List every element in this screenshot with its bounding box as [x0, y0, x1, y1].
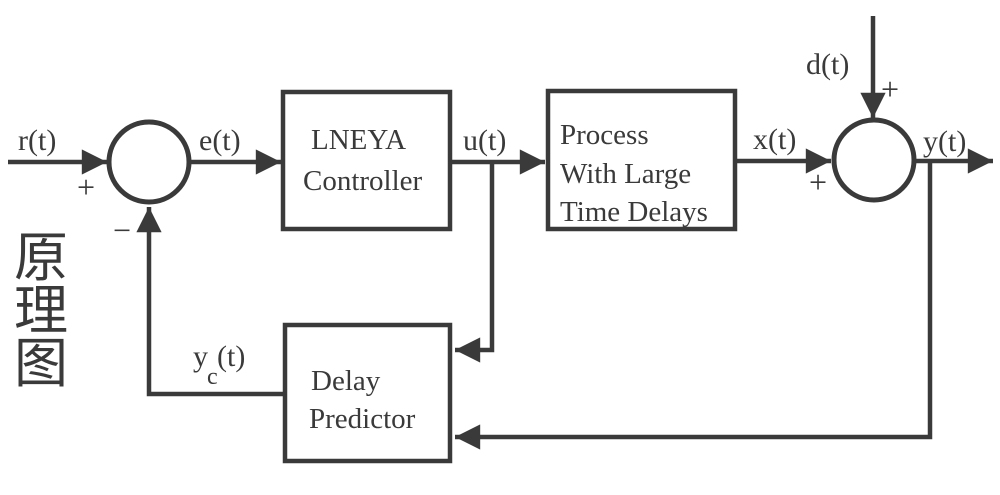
controller-label-line1: LNEYA [311, 124, 406, 156]
title-char-1: 原 [14, 226, 68, 289]
controller-block [280, 89, 453, 232]
summing-junction-left [106, 119, 192, 205]
process-block [545, 88, 738, 232]
minus-sign-feedback: − [113, 212, 131, 248]
output-label: y(t) [923, 125, 966, 158]
reference-label: r(t) [18, 124, 56, 157]
predictor-output-label: y c (t) [193, 340, 245, 390]
process-label-line2: With Large [560, 158, 691, 190]
title-char-2: 理 [14, 279, 68, 342]
predictor-feedback-line [136, 207, 287, 397]
predictor-output-label-subscript: c [207, 364, 218, 390]
plus-sign-reference: + [77, 169, 95, 205]
controller-label-line2: Controller [303, 165, 423, 197]
process-output-label: x(t) [753, 123, 796, 156]
disturbance-label: d(t) [806, 48, 849, 81]
error-label: e(t) [199, 124, 241, 157]
control-label: u(t) [463, 124, 506, 157]
summing-junction-right [831, 117, 917, 203]
predictor-output-label-rest: (t) [217, 340, 245, 373]
predictor-label-line1: Delay [311, 365, 381, 397]
predictor-block [282, 322, 453, 464]
control-branch-line [455, 162, 495, 363]
vertical-title: 原 理 图 [14, 226, 68, 395]
plus-sign-process: + [809, 164, 827, 200]
title-char-3: 图 [14, 332, 68, 395]
plus-sign-disturbance: + [881, 71, 899, 107]
predictor-label-line2: Predictor [309, 403, 416, 435]
output-feedback-line [455, 161, 933, 450]
predictor-output-label-base: y [193, 340, 208, 373]
process-label-line3: Time Delays [560, 196, 708, 228]
process-label-line1: Process [560, 119, 649, 151]
